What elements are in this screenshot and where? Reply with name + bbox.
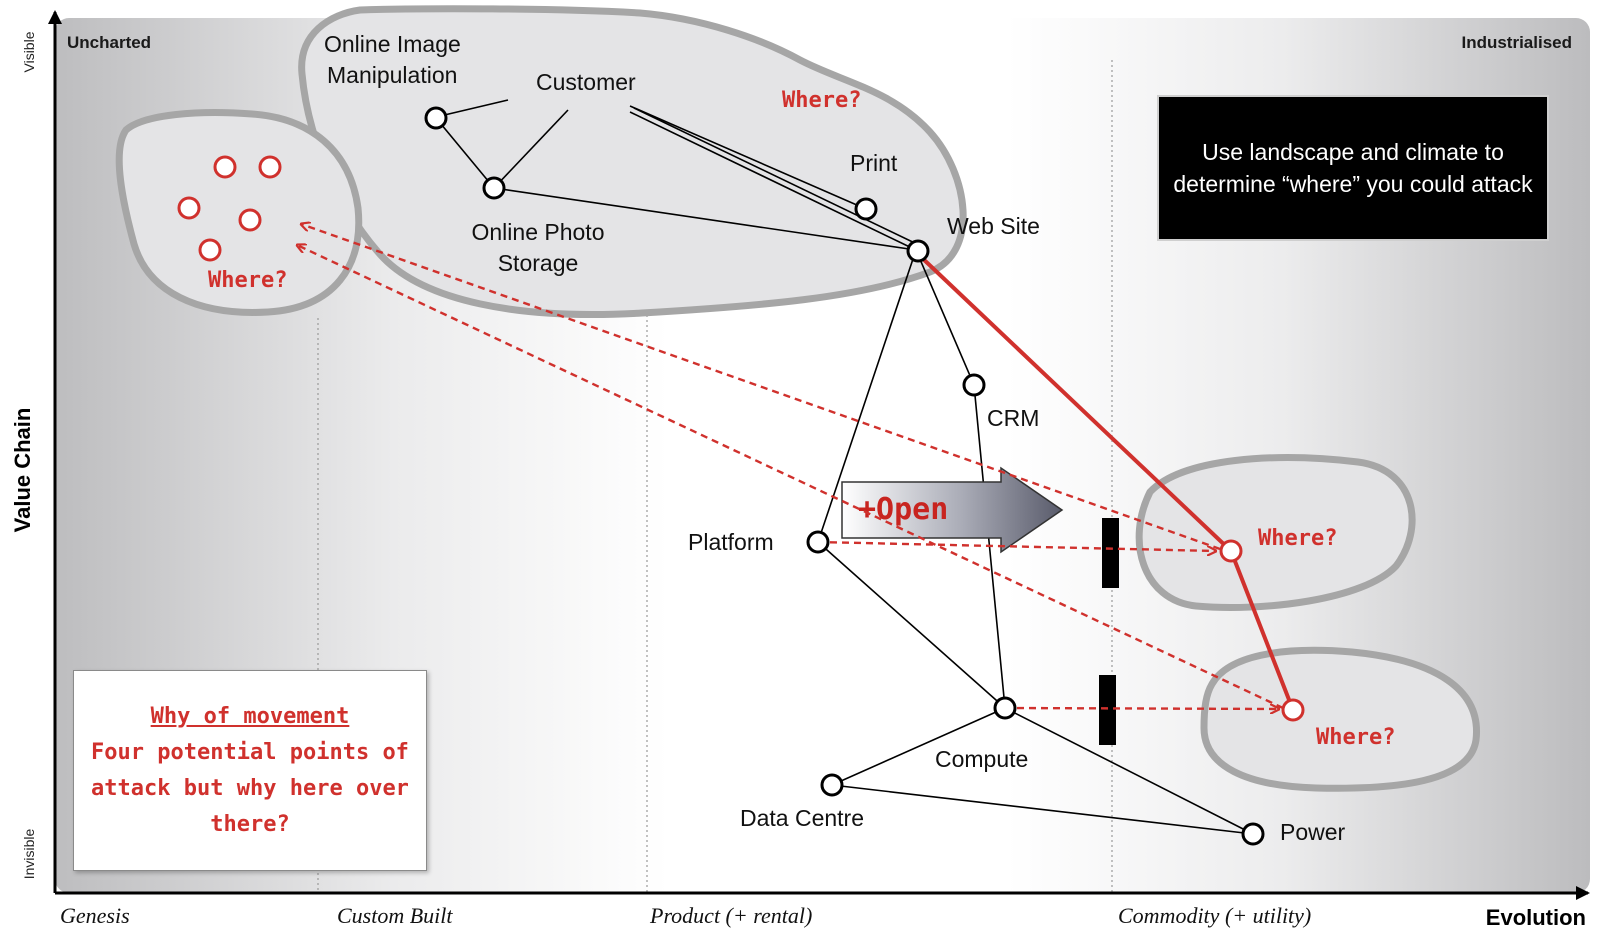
label-online-photo-2: Storage — [498, 250, 579, 276]
red-link-website-where — [918, 254, 1233, 553]
link-datacentre-power — [831, 784, 1254, 835]
inertia-bar-lower — [1099, 675, 1116, 745]
corner-industrialised: Industrialised — [1461, 33, 1572, 52]
node-web-site — [906, 239, 930, 263]
right-upper-cluster — [1135, 454, 1416, 611]
node-crm — [962, 373, 986, 397]
link-compute-datacentre — [831, 707, 1006, 786]
open-arrow-label: +Open — [858, 492, 948, 527]
label-print: Print — [850, 150, 898, 176]
node-online-image — [424, 106, 448, 130]
node-data-centre — [820, 773, 844, 797]
label-crm: CRM — [987, 405, 1039, 431]
label-customer: Customer — [536, 69, 636, 95]
node-compute — [993, 696, 1017, 720]
where-label-left: Where? — [208, 268, 287, 293]
red-node-left-4 — [238, 208, 262, 232]
where-label-top: Where? — [782, 88, 861, 113]
dash-compute-to-where — [1004, 708, 1279, 709]
link-customer-online-image — [435, 99, 509, 118]
link-customer-website — [629, 111, 917, 251]
stage-product: Product (+ rental) — [649, 903, 812, 928]
note-box: Why of movement Four potential points of… — [73, 670, 427, 871]
red-node-right-lower — [1281, 698, 1305, 722]
link-compute-power — [1004, 707, 1254, 835]
link-website-crm — [915, 249, 975, 386]
where-label-right-lower: Where? — [1316, 725, 1395, 750]
callout-box: Use landscape and climate to determine “… — [1157, 95, 1549, 241]
dash-where-to-left-1 — [301, 224, 1221, 551]
corner-uncharted: Uncharted — [67, 33, 151, 52]
note-title: Why of movement — [150, 703, 350, 729]
node-platform — [806, 530, 830, 554]
link-online-image-online-photo — [435, 117, 495, 189]
dash-platform-to-where — [817, 540, 1216, 551]
y-axis-title: Value Chain — [10, 408, 35, 533]
y-axis-bottom-label: Invisible — [21, 829, 37, 880]
right-lower-cluster — [1200, 646, 1480, 792]
label-compute: Compute — [935, 746, 1028, 772]
link-customer-website-b — [633, 107, 922, 247]
red-link-where-where — [1229, 550, 1295, 711]
node-online-photo — [482, 176, 506, 200]
stage-genesis: Genesis — [60, 903, 130, 928]
node-print — [854, 197, 878, 221]
label-online-image-2: Manipulation — [327, 62, 457, 88]
node-power — [1241, 822, 1265, 846]
note-body: Four potential points of attack but why … — [91, 739, 409, 837]
label-data-centre: Data Centre — [740, 805, 864, 831]
x-axis-title: Evolution — [1486, 905, 1586, 930]
red-node-left-2 — [258, 155, 282, 179]
link-customer-print — [629, 105, 867, 210]
inertia-bar-upper — [1102, 518, 1119, 588]
link-online-photo-website — [493, 187, 917, 251]
link-customer-online-photo — [493, 109, 569, 189]
red-node-left-1 — [213, 155, 237, 179]
red-node-right-upper — [1219, 539, 1243, 563]
stage-custom-built: Custom Built — [337, 903, 453, 928]
label-online-photo-1: Online Photo — [472, 219, 605, 245]
stage-commodity: Commodity (+ utility) — [1118, 903, 1311, 928]
label-web-site: Web Site — [947, 213, 1040, 239]
left-cluster — [115, 109, 363, 316]
dash-where-to-left-2 — [297, 245, 1284, 710]
label-platform: Platform — [688, 529, 774, 555]
y-axis-top-label: Visible — [21, 31, 37, 72]
open-arrow — [841, 466, 1064, 554]
link-website-platform — [817, 249, 917, 543]
red-node-left-5 — [198, 238, 222, 262]
label-power: Power — [1280, 819, 1346, 845]
where-label-right-upper: Where? — [1258, 526, 1337, 551]
red-node-left-3 — [177, 196, 201, 220]
link-platform-compute — [817, 541, 1006, 709]
label-online-image-1: Online Image — [324, 31, 461, 57]
